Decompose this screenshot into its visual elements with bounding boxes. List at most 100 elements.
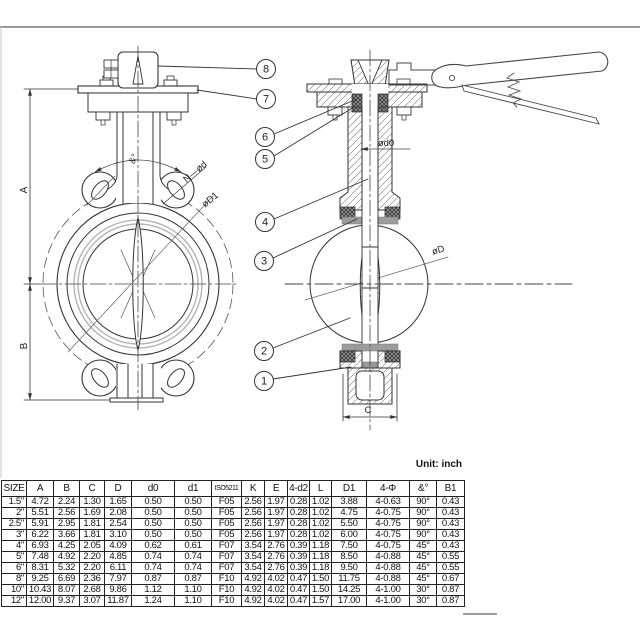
table-cell: 0.39 [287, 562, 310, 574]
table-cell: 4.92 [241, 595, 265, 607]
table-cell: 3.66 [53, 529, 80, 541]
table-cell: 2.24 [53, 496, 80, 508]
table-cell: 4.02 [264, 584, 288, 596]
table-cell: F10 [211, 573, 242, 585]
sheet-frame [0, 26, 640, 615]
table-cell: 0.50 [131, 496, 175, 508]
table-cell: 0.62 [131, 540, 175, 552]
table-cell: 6.22 [26, 529, 54, 541]
table-cell: 1.10 [174, 595, 212, 607]
table-cell: 12.00 [26, 595, 54, 607]
table-cell: 0.43 [436, 496, 465, 508]
bolt-holes-label: N—ød [181, 159, 209, 185]
table-cell: 0.87 [436, 595, 465, 607]
table-header-cell: L [309, 480, 332, 497]
table-cell: 0.50 [174, 496, 212, 508]
unit-label: Unit: inch [415, 459, 462, 470]
table-cell: 1.02 [309, 496, 332, 508]
table-header-cell: ISO5211 [211, 480, 242, 497]
table-cell: 2.20 [79, 551, 105, 563]
table-cell: 0.43 [436, 518, 465, 530]
dim-ab [23, 88, 111, 401]
table-cell: 1.02 [309, 529, 332, 541]
table-cell: 8.07 [53, 584, 80, 596]
table-cell: 2.5" [1, 518, 27, 530]
table-cell: 2.56 [241, 496, 265, 508]
balloon-4: 4 [255, 212, 275, 232]
table-cell: 12" [1, 595, 27, 607]
table-cell: 3.10 [104, 529, 132, 541]
table-cell: 1.50 [309, 573, 332, 585]
svg-text:3: 3 [261, 256, 267, 268]
table-cell: 0.74 [131, 551, 175, 563]
stem-section [361, 106, 379, 367]
table-cell: F07 [211, 562, 242, 574]
centerlines-section [284, 49, 573, 431]
table-cell: 1.65 [104, 496, 132, 508]
table-cell: 7.97 [104, 573, 132, 585]
table-cell: 2.95 [53, 518, 80, 530]
svg-text:2: 2 [261, 346, 267, 358]
table-cell: 45° [409, 551, 437, 563]
table-header-cell: B1 [436, 480, 465, 497]
table-cell: F05 [211, 529, 242, 541]
table-cell: 11.87 [104, 595, 132, 607]
table-cell: 2.68 [79, 584, 105, 596]
table-cell: 4.92 [241, 584, 265, 596]
table-cell: 17.00 [331, 595, 367, 607]
table-cell: 1.81 [79, 518, 105, 530]
table-cell: 8.50 [331, 551, 367, 563]
table-cell: 1.02 [309, 518, 332, 530]
table-cell: 4-0.63 [366, 496, 410, 508]
table-header-cell: D [104, 480, 132, 497]
centerlines-front [39, 45, 237, 411]
table-cell: 1.97 [264, 518, 288, 530]
svg-text:1: 1 [261, 376, 267, 388]
table-cell: 45° [409, 540, 437, 552]
table-cell: 0.87 [174, 573, 212, 585]
table-cell: 2.56 [241, 507, 265, 519]
table-cell: 0.28 [287, 518, 310, 530]
table-cell: 90° [409, 518, 437, 530]
table-cell: 0.55 [436, 551, 465, 563]
neck-wall-left [339, 106, 363, 211]
table-cell: 1.97 [264, 496, 288, 508]
table-header-cell: 4-Φ [366, 480, 410, 497]
table-cell: 90° [409, 496, 437, 508]
table-cell: 3.54 [241, 562, 265, 574]
handle-lever [431, 51, 609, 89]
seat-ring-bottom-left [339, 350, 356, 363]
table-cell: F07 [211, 551, 242, 563]
table-cell: 4.72 [26, 496, 54, 508]
table-cell: 4-0.75 [366, 529, 410, 541]
table-header-cell: B [53, 480, 80, 497]
neck-wall-right [377, 106, 401, 211]
disc-dia-label: øD [431, 243, 446, 257]
table-cell: 0.50 [131, 529, 175, 541]
table-cell: 3.54 [241, 540, 265, 552]
table-cell: 3.54 [241, 551, 265, 563]
svg-text:4: 4 [262, 217, 268, 229]
table-cell: 2.76 [264, 551, 288, 563]
table-cell: 1.18 [309, 562, 332, 574]
table-cell: 0.67 [436, 573, 465, 585]
svg-text:5: 5 [262, 154, 268, 166]
table-cell: 1.24 [131, 595, 175, 607]
table-cell: 4.85 [104, 551, 132, 563]
table-cell: 0.74 [174, 551, 212, 563]
table-cell: 9.86 [104, 584, 132, 596]
table-cell: 4-0.88 [366, 573, 410, 585]
seat-ring-bottom-right [384, 350, 401, 363]
table-cell: 8.31 [26, 562, 54, 574]
table-cell: 4-1.00 [366, 595, 410, 607]
table-cell: F05 [211, 518, 242, 530]
front-view: A B &° N—ød øD1 8 7 [19, 45, 276, 411]
table-cell: 6" [1, 562, 27, 574]
table-cell: F10 [211, 584, 242, 596]
